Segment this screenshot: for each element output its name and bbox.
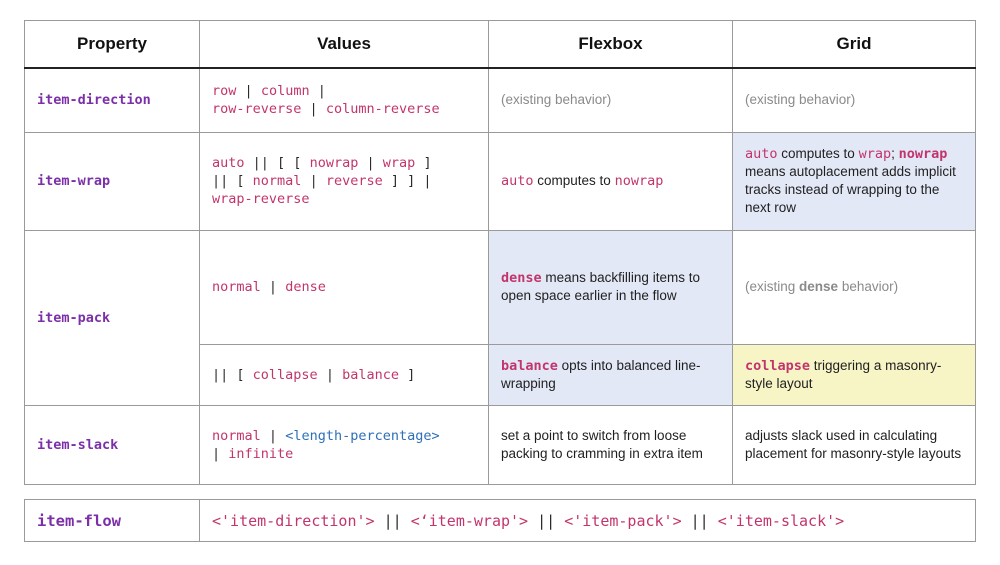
value-token: <'item-slack'> bbox=[717, 511, 845, 530]
property-item-wrap: item-wrap bbox=[24, 131, 200, 231]
flexbox-item-direction: (existing behavior) bbox=[488, 67, 733, 133]
table-row-item-flow: item-flow <'item-direction'> || <‘item-w… bbox=[24, 499, 976, 542]
grid-item-slack: adjusts slack used in calculating placem… bbox=[732, 404, 976, 486]
description-text: ; bbox=[891, 146, 899, 162]
description-text: behavior) bbox=[838, 279, 899, 295]
header-property: Property bbox=[24, 20, 200, 69]
table-row-item-pack-dense: item-pack normal | dense dense means bac… bbox=[24, 229, 976, 406]
value-separator: ] bbox=[407, 366, 416, 383]
value-separator: || [ bbox=[212, 366, 245, 383]
property-item-slack: item-slack bbox=[24, 404, 200, 486]
value-separator: | bbox=[268, 427, 278, 444]
value-token: row-reverse bbox=[212, 101, 302, 118]
value-separator: || bbox=[690, 511, 709, 530]
keyword-code: wrap bbox=[858, 146, 892, 163]
flexbox-item-slack: set a point to switch from loose packing… bbox=[488, 404, 733, 486]
value-token: dense bbox=[285, 279, 326, 296]
header-grid: Grid bbox=[732, 20, 976, 69]
value-separator: || [ [ bbox=[252, 155, 302, 172]
flexbox-item-wrap: auto computes to nowrap bbox=[488, 131, 733, 231]
values-item-flow: <'item-direction'> || <‘item-wrap'> || <… bbox=[199, 499, 976, 542]
value-type-token: <length-percentage> bbox=[285, 427, 440, 444]
description-text: computes to bbox=[533, 173, 615, 189]
description-text: opts into balanced line-wrapping bbox=[501, 357, 701, 391]
values-item-slack: normal | <length-percentage> | infinite bbox=[199, 404, 489, 486]
value-token: column bbox=[260, 83, 310, 100]
value-separator: | bbox=[317, 83, 326, 100]
properties-table: Property Values Flexbox Grid item-direct… bbox=[24, 20, 976, 486]
header-flexbox: Flexbox bbox=[488, 20, 733, 69]
value-separator: | bbox=[366, 155, 375, 172]
value-token: normal bbox=[212, 279, 261, 296]
values-item-pack-balance: || [ collapse | balance ] bbox=[199, 343, 489, 406]
value-separator: || bbox=[537, 511, 556, 530]
value-token: normal bbox=[212, 427, 261, 444]
flexbox-item-pack-dense: dense means backfilling items to open sp… bbox=[488, 229, 733, 345]
value-token: reverse bbox=[325, 173, 383, 190]
property-item-direction: item-direction bbox=[24, 67, 200, 133]
table-row-item-direction: item-direction row | column | row-revers… bbox=[24, 67, 976, 133]
value-token: auto bbox=[212, 155, 245, 172]
header-row: Property Values Flexbox Grid bbox=[24, 20, 976, 69]
value-token: <'item-direction'> bbox=[212, 511, 375, 530]
value-token: nowrap bbox=[309, 155, 359, 172]
values-item-direction: row | column | row-reverse | column-reve… bbox=[199, 67, 489, 133]
description-text: triggering a masonry-style layout bbox=[745, 357, 942, 391]
keyword-text: dense bbox=[799, 279, 839, 295]
keyword-code: nowrap bbox=[614, 173, 664, 190]
value-separator: | bbox=[268, 279, 278, 296]
value-separator: ] ] | bbox=[390, 173, 432, 190]
value-separator: | bbox=[325, 366, 334, 383]
value-token: balance bbox=[342, 366, 400, 383]
values-item-wrap: auto || [ [ nowrap | wrap ] || [ normal … bbox=[199, 131, 489, 231]
value-separator: || bbox=[383, 511, 402, 530]
keyword-code: auto bbox=[745, 146, 778, 163]
keyword-code: collapse bbox=[745, 357, 811, 374]
description-text: means autoplacement adds implicit tracks… bbox=[745, 164, 956, 216]
table-row-item-slack: item-slack normal | <length-percentage> … bbox=[24, 404, 976, 486]
value-token: <‘item-wrap'> bbox=[410, 511, 529, 530]
value-separator: | bbox=[309, 101, 318, 118]
grid-item-direction: (existing behavior) bbox=[732, 67, 976, 133]
value-token: wrap-reverse bbox=[212, 191, 310, 208]
flexbox-item-pack-balance: balance opts into balanced line-wrapping bbox=[488, 343, 733, 406]
shorthand-table: item-flow <'item-direction'> || <‘item-w… bbox=[24, 499, 976, 542]
value-separator: || [ bbox=[212, 173, 245, 190]
header-values: Values bbox=[199, 20, 489, 69]
value-token: normal bbox=[252, 173, 302, 190]
value-token: row bbox=[212, 83, 237, 100]
value-token: column-reverse bbox=[325, 101, 440, 118]
values-item-pack-dense: normal | dense bbox=[199, 229, 489, 345]
keyword-code: dense bbox=[501, 270, 542, 287]
keyword-code: auto bbox=[501, 173, 534, 190]
keyword-code: balance bbox=[501, 357, 558, 374]
grid-item-pack-dense: (existing dense behavior) bbox=[732, 229, 976, 345]
value-token: <'item-pack'> bbox=[564, 511, 682, 530]
grid-item-pack-balance: collapse triggering a masonry-style layo… bbox=[732, 343, 976, 406]
value-token: infinite bbox=[228, 445, 294, 462]
grid-item-wrap: auto computes to wrap; nowrap means auto… bbox=[732, 131, 976, 231]
property-item-flow: item-flow bbox=[24, 499, 200, 542]
value-separator: | bbox=[309, 173, 318, 190]
keyword-code: nowrap bbox=[898, 146, 948, 163]
table-row-item-pack-balance: || [ collapse | balance ] balance opts i… bbox=[25, 343, 976, 406]
description-text: (existing bbox=[745, 279, 800, 295]
value-separator: | bbox=[212, 445, 221, 462]
value-separator: | bbox=[244, 83, 253, 100]
value-separator: ] bbox=[423, 155, 432, 172]
property-item-pack: item-pack bbox=[24, 229, 200, 406]
description-text: computes to bbox=[777, 146, 859, 162]
value-token: wrap bbox=[382, 155, 416, 172]
table-row-item-wrap: item-wrap auto || [ [ nowrap | wrap ] ||… bbox=[24, 131, 976, 231]
value-token: collapse bbox=[252, 366, 318, 383]
description-text: means backfilling items to open space ea… bbox=[501, 270, 700, 304]
